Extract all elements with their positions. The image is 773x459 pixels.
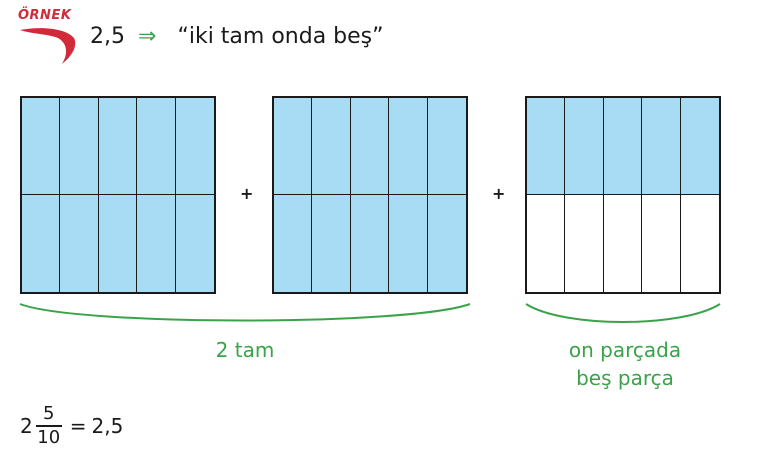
shaded-cell: [642, 98, 681, 195]
whole-label: 2 tam: [215, 338, 275, 362]
tenths-box: [525, 96, 721, 294]
part-brace: [525, 303, 721, 323]
shaded-cell: [350, 98, 390, 195]
shaded-cell: [98, 98, 138, 195]
shaded-cell: [389, 195, 428, 292]
shaded-cell: [350, 195, 390, 292]
shaded-cell: [389, 98, 428, 195]
plus-sign-1: +: [240, 184, 254, 203]
unshaded-cell: [642, 195, 681, 292]
part-label: on parçada beş parça: [540, 336, 710, 392]
shaded-cell: [565, 98, 604, 195]
fraction-numerator: 5: [43, 403, 55, 424]
unshaded-cell: [527, 195, 566, 292]
shaded-cell: [274, 195, 313, 292]
shaded-cell: [60, 195, 99, 292]
equation-whole: 2: [20, 414, 33, 438]
shaded-cell: [274, 98, 313, 195]
whole-brace: [19, 303, 471, 322]
fraction-bar: [35, 425, 62, 427]
logo-text: ÖRNEK: [18, 8, 72, 23]
decimal-reading: “iki tam onda beş”: [177, 24, 384, 49]
equals-sign: =: [69, 414, 87, 438]
shaded-cell: [22, 98, 61, 195]
shaded-cell: [427, 195, 466, 292]
shaded-cell: [527, 98, 566, 195]
shaded-cell: [137, 195, 176, 292]
unshaded-cell: [680, 195, 719, 292]
mixed-number-equation: 2 5 10 = 2,5: [20, 404, 123, 448]
fraction: 5 10: [35, 403, 62, 448]
part-label-line1: on parçada: [568, 338, 682, 362]
shaded-cell: [137, 98, 176, 195]
whole-box-2: [272, 96, 468, 294]
implies-arrow-icon: ⇒: [138, 24, 157, 49]
part-label-line2: beş parça: [576, 366, 674, 390]
equation-result: 2,5: [91, 414, 124, 438]
shaded-cell: [60, 98, 99, 195]
plus-sign-2: +: [492, 184, 506, 203]
decimal-number: 2,5: [90, 24, 125, 49]
shaded-cell: [603, 98, 643, 195]
shaded-cell: [312, 98, 351, 195]
ornek-logo: ÖRNEK: [18, 8, 80, 68]
unshaded-cell: [565, 195, 604, 292]
example-header: 2,5 ⇒ “iki tam onda beş”: [90, 24, 384, 49]
shaded-cell: [427, 98, 466, 195]
whole-box-1: [20, 96, 216, 294]
shaded-cell: [175, 195, 214, 292]
logo-swoosh-icon: [20, 28, 76, 64]
shaded-cell: [22, 195, 61, 292]
shaded-cell: [680, 98, 719, 195]
shaded-cell: [312, 195, 351, 292]
unshaded-cell: [603, 195, 643, 292]
shaded-cell: [175, 98, 214, 195]
fraction-denominator: 10: [37, 427, 61, 448]
shaded-cell: [98, 195, 138, 292]
